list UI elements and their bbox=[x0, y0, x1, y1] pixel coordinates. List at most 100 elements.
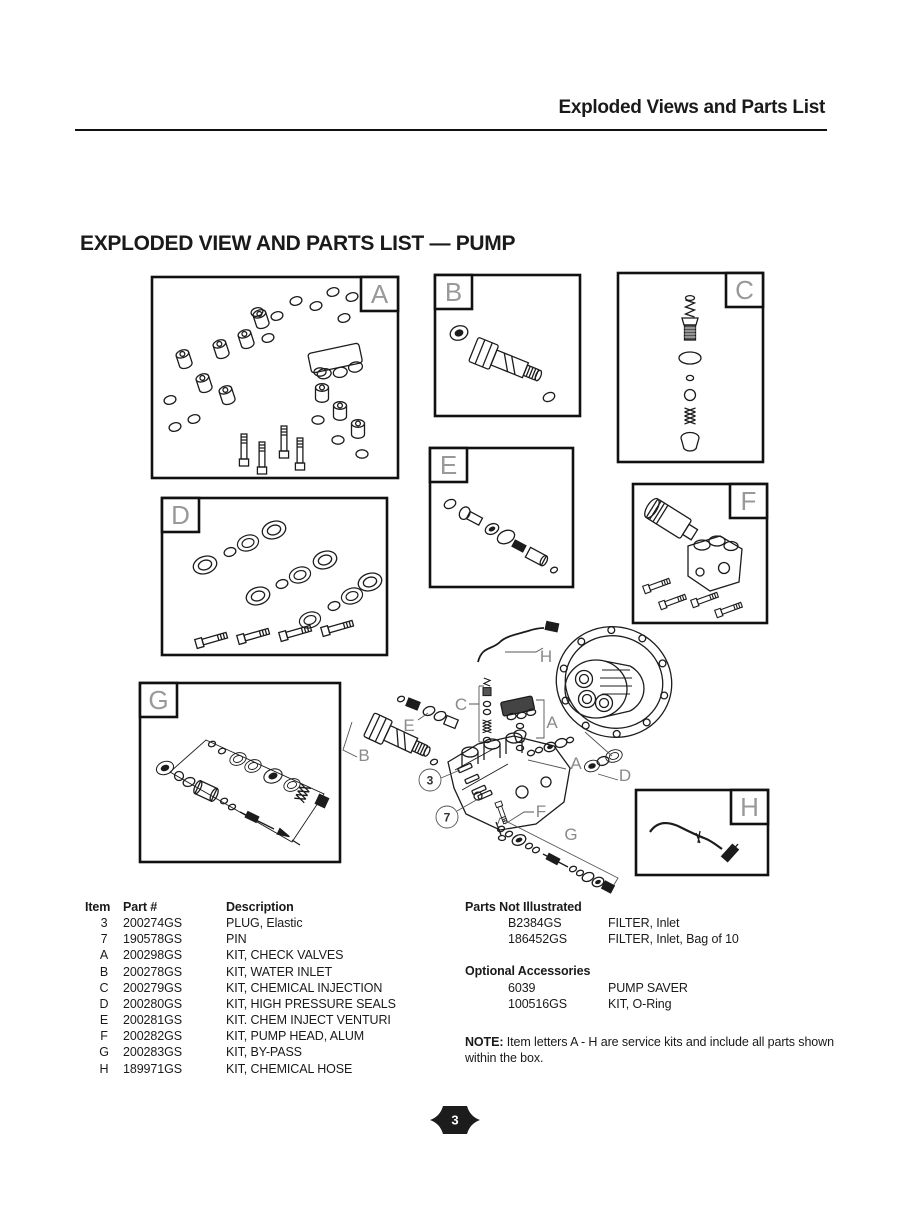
cell-item: 7 bbox=[100, 932, 108, 947]
cell-item: F bbox=[100, 1029, 108, 1044]
cell-item: C bbox=[99, 980, 109, 995]
callout-b: B bbox=[358, 746, 369, 765]
kit-box-a: A bbox=[150, 275, 400, 480]
col-header-part: Part # bbox=[123, 900, 158, 914]
table-row: 6039 PUMP SAVER bbox=[465, 980, 837, 996]
box-label-frame-b bbox=[433, 273, 474, 311]
callout-c: C bbox=[455, 695, 467, 714]
kit-box-h: H bbox=[634, 788, 770, 877]
callout-a-right: A bbox=[570, 754, 582, 773]
cell-part: 200278GS bbox=[123, 964, 182, 979]
box-label-e: E bbox=[440, 450, 457, 480]
kit-box-g: G bbox=[138, 681, 342, 864]
cell-desc: PLUG, Elastic bbox=[226, 916, 303, 931]
table-row: A 200298GS KIT, CHECK VALVES bbox=[85, 947, 486, 963]
cell-item: B bbox=[99, 964, 109, 979]
table-row: C 200279GS KIT, CHEMICAL INJECTION bbox=[85, 980, 486, 996]
cell-item: D bbox=[99, 996, 109, 1011]
cell-part: 200281GS bbox=[123, 1013, 182, 1028]
box-label-c: C bbox=[735, 275, 754, 305]
box-label-frame-f bbox=[728, 482, 769, 520]
pump-assembly: H C bbox=[342, 620, 673, 894]
callout-item3: 3 bbox=[427, 774, 434, 788]
col-header-desc: Description bbox=[226, 900, 294, 914]
cell-part: 200283GS bbox=[123, 1045, 182, 1060]
cell-part: 100516GS bbox=[508, 996, 567, 1011]
callout-h: H bbox=[540, 647, 552, 666]
cell-desc: KIT, CHECK VALVES bbox=[226, 948, 344, 963]
cell-part: 200280GS bbox=[123, 996, 182, 1011]
not-illustrated-title: Parts Not Illustrated bbox=[465, 900, 582, 914]
box-label-a: A bbox=[371, 279, 389, 309]
cell-part: 200282GS bbox=[123, 1029, 182, 1044]
page-number: 3 bbox=[451, 1113, 458, 1128]
kit-box-f: F bbox=[631, 482, 769, 625]
cell-desc: KIT, O-Ring bbox=[608, 996, 672, 1011]
table-row: E 200281GS KIT. CHEM INJECT VENTURI bbox=[85, 1012, 486, 1028]
kit-box-b: B bbox=[433, 273, 582, 418]
cell-desc: KIT, PUMP HEAD, ALUM bbox=[226, 1029, 365, 1044]
section-title: EXPLODED VIEW AND PARTS LIST — PUMP bbox=[80, 232, 516, 255]
table-row: 100516GS KIT, O-Ring bbox=[465, 996, 837, 1012]
cell-part: 190578GS bbox=[123, 932, 182, 947]
cell-desc: KIT, HIGH PRESSURE SEALS bbox=[226, 996, 396, 1011]
kit-box-e: E bbox=[428, 446, 575, 589]
cell-desc: PUMP SAVER bbox=[608, 980, 688, 995]
table-row: D 200280GS KIT, HIGH PRESSURE SEALS bbox=[85, 996, 486, 1012]
col-header-item: Item bbox=[85, 900, 111, 914]
callout-d: D bbox=[619, 766, 631, 785]
callout-item7: 7 bbox=[444, 811, 451, 825]
cell-item: E bbox=[99, 1013, 109, 1028]
parts-table-header: Item Part # Description bbox=[85, 899, 486, 915]
cell-part: 6039 bbox=[508, 980, 536, 995]
cell-item: H bbox=[99, 1061, 109, 1076]
callout-e: E bbox=[403, 716, 414, 735]
box-label-frame-g bbox=[138, 681, 179, 719]
cell-item: 3 bbox=[100, 916, 108, 931]
callout-a-upper: A bbox=[546, 713, 558, 732]
callout-g: G bbox=[564, 825, 577, 844]
right-column: Parts Not Illustrated B2384GS FILTER, In… bbox=[465, 899, 837, 1066]
table-row: B 200278GS KIT, WATER INLET bbox=[85, 964, 486, 980]
note-text: NOTE: Item letters A - H are service kit… bbox=[465, 1034, 837, 1066]
callout-f: F bbox=[536, 802, 546, 821]
cell-desc: FILTER, Inlet bbox=[608, 916, 680, 931]
box-label-frame-d bbox=[160, 496, 201, 534]
parts-not-illustrated: Parts Not Illustrated B2384GS FILTER, In… bbox=[465, 899, 837, 947]
box-label-d: D bbox=[171, 500, 190, 530]
cell-part: 200298GS bbox=[123, 948, 182, 963]
optional-accessories-title: Optional Accessories bbox=[465, 964, 591, 979]
kit-box-c: C bbox=[616, 271, 765, 464]
cell-desc: KIT, CHEMICAL HOSE bbox=[226, 1061, 353, 1076]
kit-box-d: D bbox=[160, 496, 389, 657]
cell-part: 200279GS bbox=[123, 980, 182, 995]
cell-desc: KIT, WATER INLET bbox=[226, 964, 333, 979]
cell-part: B2384GS bbox=[508, 916, 562, 931]
cell-item: A bbox=[99, 948, 109, 963]
box-label-frame-e bbox=[428, 446, 469, 484]
cell-part: 186452GS bbox=[508, 932, 567, 947]
page-number-badge: 3 bbox=[430, 1106, 480, 1134]
box-label-b: B bbox=[445, 277, 462, 307]
table-row: B2384GS FILTER, Inlet bbox=[465, 915, 837, 931]
box-label-f: F bbox=[741, 486, 757, 516]
box-label-frame-h bbox=[729, 788, 770, 826]
cell-item: G bbox=[99, 1045, 109, 1060]
header-rule bbox=[75, 129, 827, 131]
badge-shape bbox=[430, 1106, 480, 1134]
table-row: 186452GS FILTER, Inlet, Bag of 10 bbox=[465, 931, 837, 947]
note-body: Item letters A - H are service kits and … bbox=[465, 1034, 834, 1066]
cell-part: 200274GS bbox=[123, 916, 182, 931]
cell-part: 189971GS bbox=[123, 1061, 182, 1076]
box-label-h: H bbox=[740, 792, 759, 822]
cell-desc: KIT, CHEMICAL INJECTION bbox=[226, 980, 383, 995]
box-label-frame-c bbox=[724, 271, 765, 309]
cell-desc: KIT. CHEM INJECT VENTURI bbox=[226, 1013, 391, 1028]
table-row: 3 200274GS PLUG, Elastic bbox=[85, 915, 486, 931]
optional-accessories: Optional Accessories 6039 PUMP SAVER 100… bbox=[465, 963, 837, 1011]
note-label: NOTE: bbox=[465, 1034, 504, 1049]
